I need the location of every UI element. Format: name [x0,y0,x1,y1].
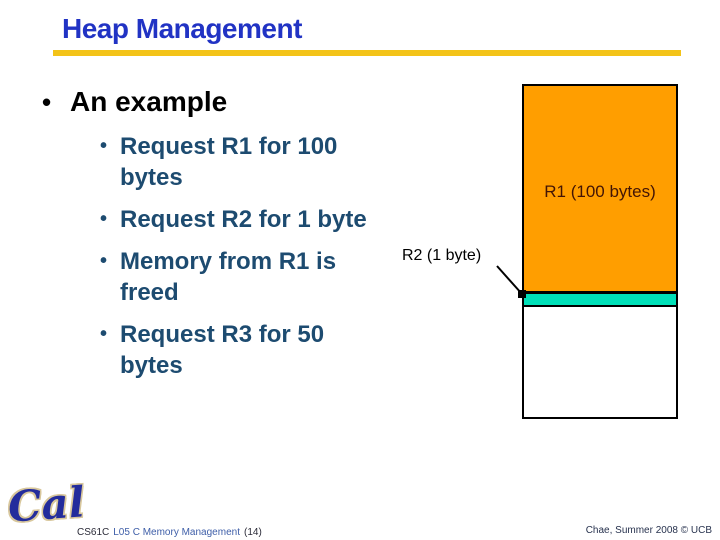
r2-callout-line [496,265,526,298]
bullet-line: bytes [120,352,183,379]
page-title: Heap Management [62,13,302,44]
bullet-item-memory-freed: • Memory from R1 is freed [100,246,430,308]
cal-logo: Cal [6,477,87,532]
bullet-line: Request R3 for 50 [120,321,325,348]
r1-allocation-block: R1 (100 bytes) [524,86,676,294]
bullet-list: • Request R1 for 100 bytes • Request R2 … [100,131,430,392]
page-number: (14) [243,527,262,538]
footer-credit: Chae, Summer 2008 © UCB [585,525,712,536]
r1-label: R1 (100 bytes) [544,182,656,201]
bullet-item-request-r3: • Request R3 for 50 bytes [100,319,430,381]
bullet-level1-label: An example [70,86,228,117]
bullet-item-request-r2: • Request R2 for 1 byte [100,204,430,235]
title-underline [53,50,681,56]
bullet-dot: • [100,135,108,157]
r2-label: R2 (1 byte) [402,247,482,264]
bullet-line: Request R1 for 100 [120,133,338,160]
bullet-dot: • [100,208,108,230]
bullet-line: Memory from R1 is [120,248,337,275]
bullet-dot: • [42,87,52,117]
bullet-line: freed [120,279,179,306]
bullet-line: bytes [120,164,183,191]
bullet-item-request-r1: • Request R1 for 100 bytes [100,131,430,193]
course-prefix: CS61C [77,527,110,538]
bullet-dot: • [100,323,108,345]
heap-memory-box: R1 (100 bytes) [522,84,678,419]
free-space-block [524,307,676,417]
bullet-level1: • An example [42,86,227,118]
r2-allocation-block [524,294,676,307]
bullet-line: Request R2 for 1 byte [120,206,367,233]
bullet-dot: • [100,250,108,272]
course-title-link: L05 C Memory Management [113,527,240,538]
